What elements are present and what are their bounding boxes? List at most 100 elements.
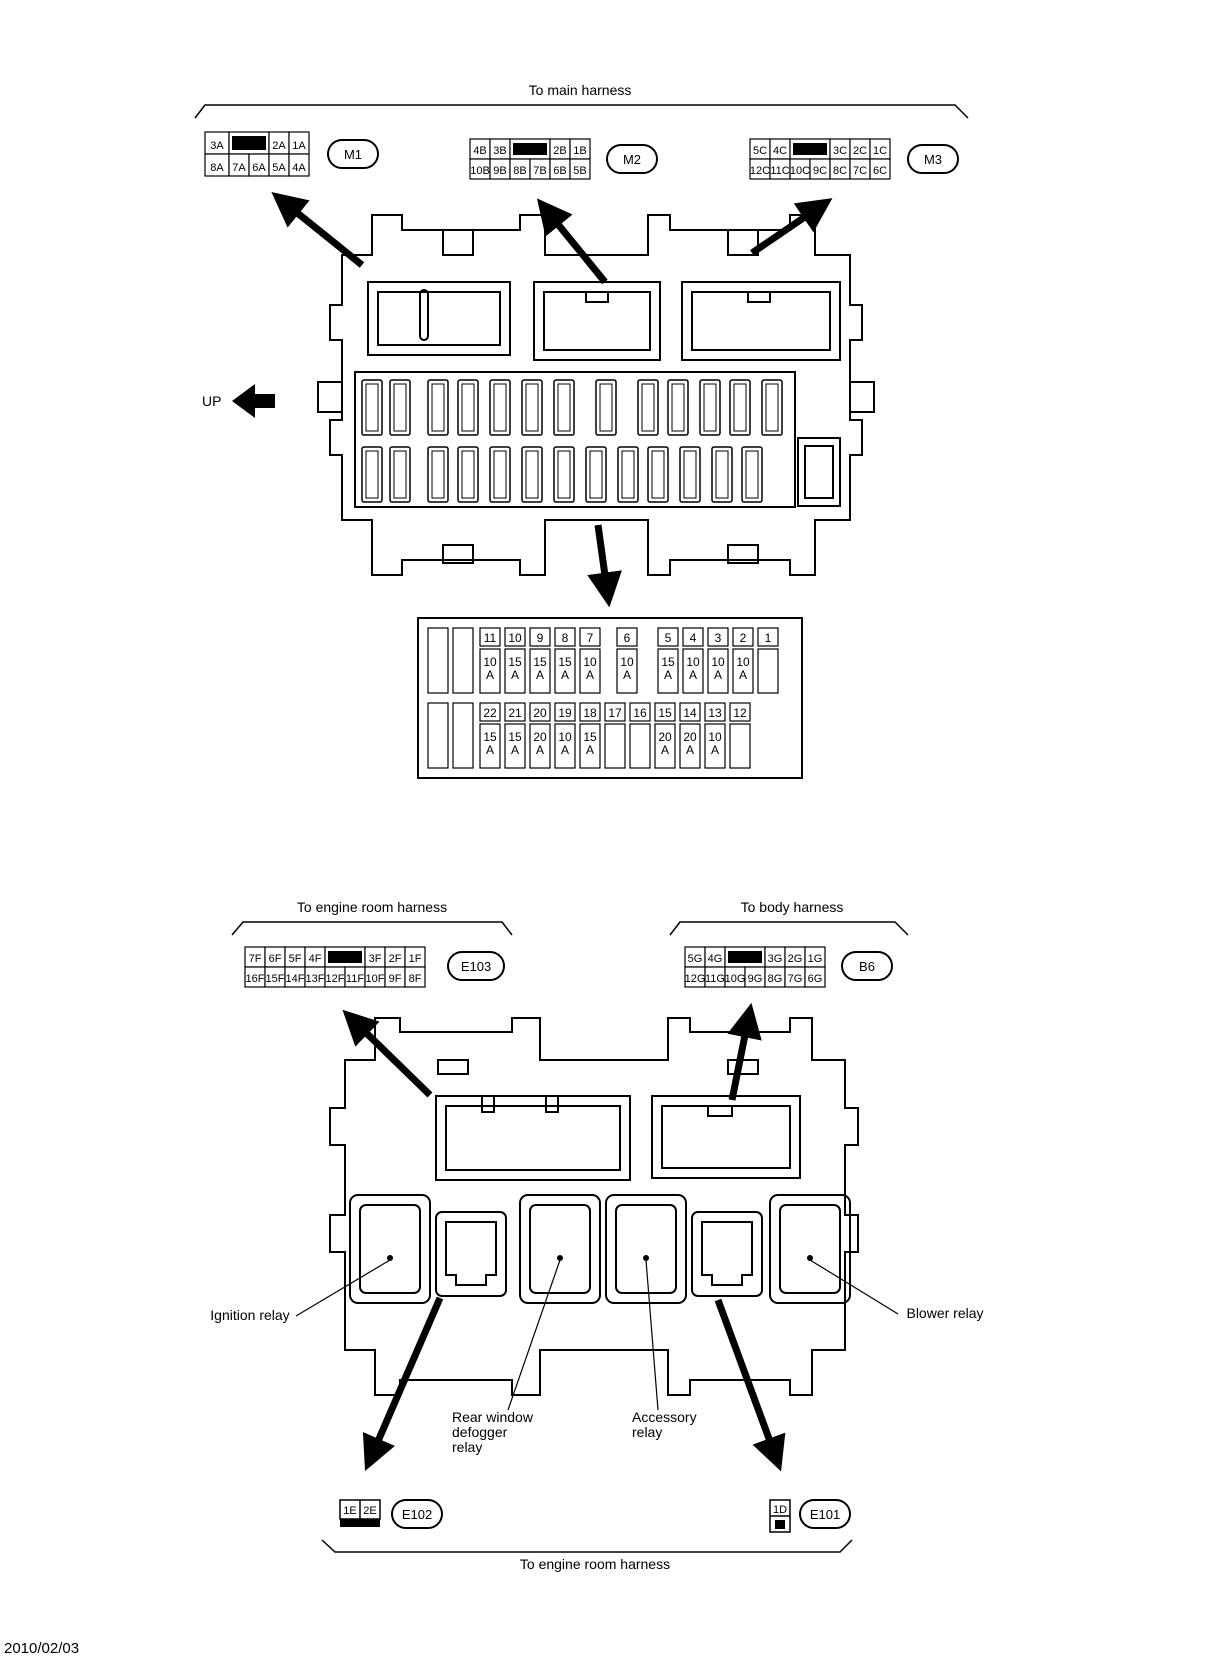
fuse-amp-unit: A <box>561 668 569 682</box>
engine-room-bracket-top <box>231 921 513 936</box>
connector-pin-label: 11F <box>346 973 364 985</box>
connector-cell-filled <box>328 951 362 963</box>
fuse-number: 21 <box>508 706 522 720</box>
fuse-number-cell <box>654 702 676 722</box>
connector-pin-label: 9G <box>748 973 763 985</box>
fuse-amp-unit: A <box>739 668 747 682</box>
fuse-amp-cell <box>554 648 576 694</box>
connector-cell-filled <box>513 143 547 155</box>
fuse-number: 19 <box>558 706 572 720</box>
fuse-slot-inner <box>365 450 379 499</box>
bottom-pointer-arrows <box>342 1002 786 1472</box>
fuse-table-cells: 1110A1015A915A815A710A610A515A410A310A21… <box>427 627 779 769</box>
fuse-number: 12 <box>733 706 747 720</box>
fuse-amp-value: 10 <box>711 655 725 669</box>
fuse-slot <box>679 446 701 503</box>
fuse-amp-unit: A <box>561 743 569 757</box>
fuse-slot-inner <box>683 450 697 499</box>
fuse-number: 7 <box>587 631 594 645</box>
fuse-number: 9 <box>537 631 544 645</box>
fuse-number-cell <box>554 627 576 647</box>
fuse-slot <box>553 379 575 436</box>
connector-pin-label: 8C <box>833 165 847 177</box>
engine-room-harness-label-bottom: To engine room harness <box>520 1556 670 1572</box>
footer-date: 2010/02/03 <box>4 1640 80 1657</box>
fuse-number-cell <box>657 627 679 647</box>
badge-e101: E101 <box>799 1499 851 1529</box>
fuse-slot <box>553 446 575 503</box>
spare-fuse-slot <box>452 627 474 694</box>
fuse-amp-cell <box>654 723 676 769</box>
connector-pin-label: 1G <box>808 953 823 965</box>
rear-defogger-relay-label-2: defogger <box>452 1424 508 1440</box>
connector-cell-filled <box>728 951 762 963</box>
fuse-amp-cell <box>479 723 501 769</box>
blower-relay-label: Blower relay <box>906 1305 983 1321</box>
connector-pin-label: 10B <box>470 165 490 177</box>
fuse-number: 4 <box>690 631 697 645</box>
connector-pin-label: 10C <box>790 165 810 177</box>
fuse-slot <box>361 379 383 436</box>
fuse-amp-unit: A <box>664 668 672 682</box>
fuse-amp-cell <box>504 648 526 694</box>
svg-text:1D: 1D <box>773 1504 787 1516</box>
svg-text:2E: 2E <box>363 1505 376 1517</box>
fuse-slot-inner <box>393 450 407 499</box>
fuse-number-cell <box>504 702 526 722</box>
fuse-slot-inner <box>599 383 613 432</box>
connector-pin-label: 5G <box>688 953 703 965</box>
fuse-slot <box>361 446 383 503</box>
fuse-number-cell <box>757 627 779 647</box>
connector-pin-label: 9C <box>813 165 827 177</box>
fuse-amp-unit: A <box>623 668 631 682</box>
fuse-slot <box>667 379 689 436</box>
fuse-slot-inner <box>461 383 475 432</box>
connector-pin-label: 5C <box>753 145 767 157</box>
svg-text:M3: M3 <box>924 152 942 167</box>
accessory-relay-label-2: relay <box>632 1424 662 1440</box>
svg-text:E101: E101 <box>810 1507 840 1522</box>
fuse-number: 20 <box>533 706 547 720</box>
connector-pin-label: 4F <box>309 953 322 965</box>
fuse-amp-unit: A <box>486 668 494 682</box>
svg-text:M1: M1 <box>344 147 362 162</box>
fuse-amp-cell <box>504 723 526 769</box>
fuse-number-cell <box>479 627 501 647</box>
fuse-slot <box>457 446 479 503</box>
fuse-slot <box>585 446 607 503</box>
connector-pin-label: 14F <box>286 973 305 985</box>
fuse-slot-inner <box>393 383 407 432</box>
connector-cell <box>404 966 426 988</box>
connector-pin-label: 10G <box>725 973 746 985</box>
fuse-slot-inner <box>431 450 445 499</box>
fuse-amp-cell <box>657 648 679 694</box>
connector-pin-label: 5B <box>573 165 586 177</box>
connector-pin-label: 3F <box>369 953 382 965</box>
fuse-amp-unit: A <box>689 668 697 682</box>
connector-pin-label: 12G <box>685 973 706 985</box>
fuse-slot <box>761 379 783 436</box>
connector-pin-label: 12C <box>750 165 770 177</box>
fuse-number-cell <box>729 702 751 722</box>
fuse-number-cell <box>682 627 704 647</box>
connector-cell <box>569 158 591 180</box>
fuse-number: 8 <box>562 631 569 645</box>
fuse-slot <box>647 446 669 503</box>
relay-centers <box>387 1255 813 1261</box>
fuse-number: 17 <box>608 706 622 720</box>
fuse-slot-inner <box>765 383 779 432</box>
fuse-slot <box>637 379 659 436</box>
fuse-amp-cell <box>732 648 754 694</box>
connector-cell <box>869 158 891 180</box>
fuse-amp-cell <box>579 723 601 769</box>
fuse-amp-cell <box>604 723 626 769</box>
fuse-number-cell <box>616 627 638 647</box>
fuse-amp-value: 15 <box>533 655 547 669</box>
svg-text:B6: B6 <box>859 959 875 974</box>
fuse-slot <box>741 446 763 503</box>
fuse-number-cell <box>629 702 651 722</box>
fuse-amp-value: 10 <box>736 655 750 669</box>
fuse-amp-cell <box>679 723 701 769</box>
up-arrow-icon <box>232 384 275 418</box>
